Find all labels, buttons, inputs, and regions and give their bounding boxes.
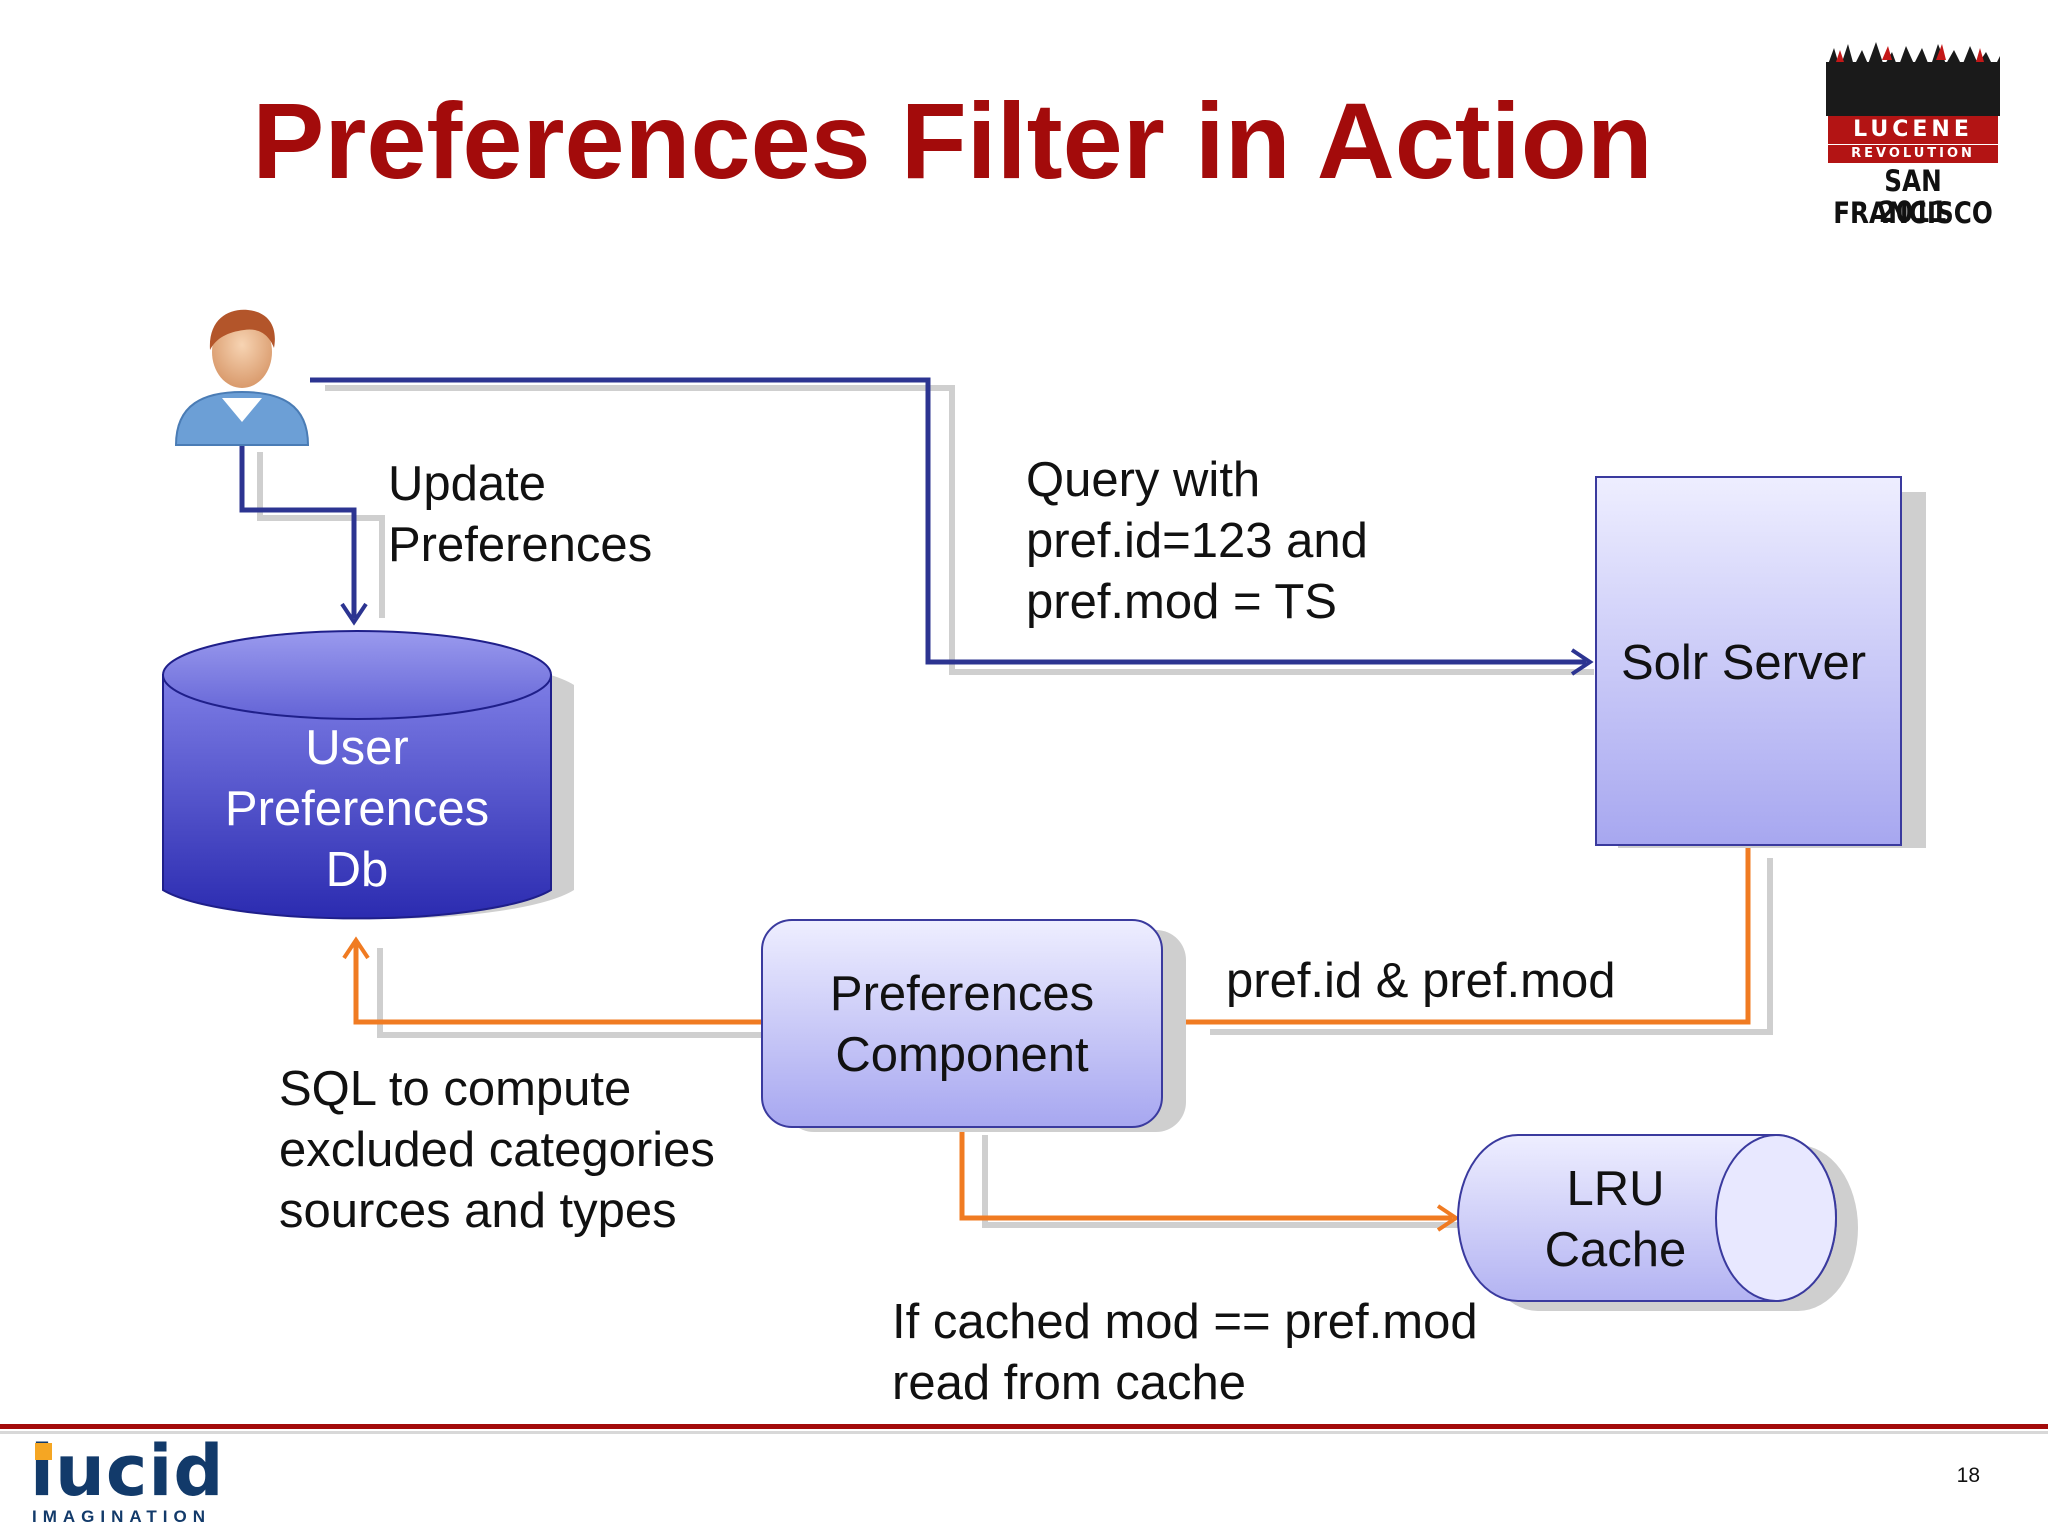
logo-lucene: LUCENE	[1828, 116, 1998, 144]
lucid-logo-dot-icon	[35, 1443, 52, 1460]
sql-arrow	[342, 936, 762, 1025]
logo-year: 2011	[1878, 195, 1948, 229]
db-label: User Preferences Db	[224, 721, 490, 897]
footer-rule	[0, 1424, 2048, 1429]
cache-arrow	[959, 1125, 1460, 1232]
solr-server-box	[1595, 476, 1902, 846]
lucid-tagline: IMAGINATION	[32, 1507, 212, 1526]
cache-check-label: If cached mod == pref.mod read from cach…	[892, 1295, 1478, 1410]
logo-revolution: REVOLUTION	[1828, 145, 1998, 163]
update-arrow	[239, 444, 368, 626]
slide-title: Preferences Filter in Action	[252, 80, 1653, 201]
user-preferences-db	[162, 630, 552, 920]
crowd-logo-icon	[1826, 42, 2000, 116]
sql-label: SQL to compute excluded categories sourc…	[279, 1062, 715, 1238]
preferences-component-label: Preferences Component	[829, 967, 1095, 1082]
pref-id-mod-label: pref.id & pref.mod	[1226, 954, 1616, 1008]
lucid-logo-text: lucid	[30, 1430, 225, 1512]
lru-cache-label: LRU Cache	[1544, 1162, 1687, 1277]
lru-cache	[1457, 1134, 1858, 1311]
query-label: Query with pref.id=123 and pref.mod = TS	[1026, 453, 1368, 629]
update-preferences-label: Update Preferences	[388, 457, 653, 572]
user-icon	[174, 309, 310, 446]
solr-server-label: Solr Server	[1621, 636, 1867, 690]
query-arrow	[310, 377, 1594, 676]
logo-city: SAN FRANCISCO	[1833, 164, 1993, 230]
flow-diagram	[162, 309, 1926, 1311]
preferences-component-box	[761, 919, 1163, 1128]
footer-rule-shadow	[0, 1431, 2048, 1434]
page-number: 18	[1956, 1464, 1980, 1487]
